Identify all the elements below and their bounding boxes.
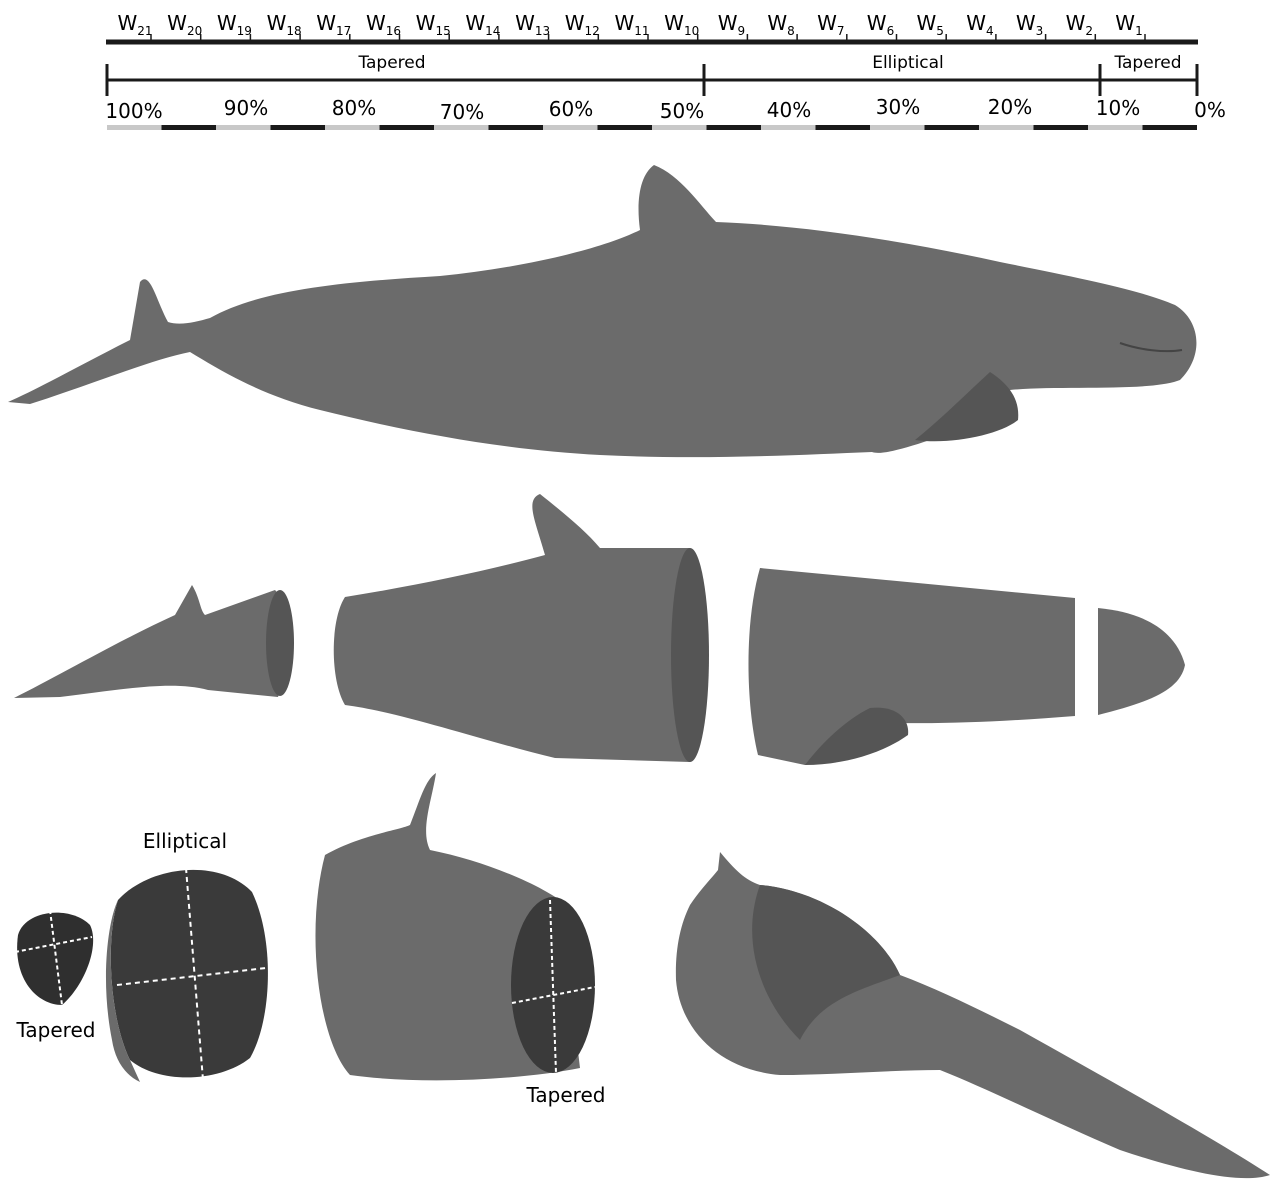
width-label-w13: W13 — [515, 11, 550, 38]
percent-label: 100% — [105, 99, 162, 123]
segment-label-middle: Elliptical — [872, 53, 944, 73]
tapered-cross-section-small — [17, 913, 93, 1005]
forward-segment — [748, 568, 1075, 765]
width-label-w16: W16 — [366, 11, 401, 38]
tail-cut-face — [266, 590, 294, 696]
mid-body-cut-face — [671, 548, 709, 762]
width-label-w9: W9 — [718, 11, 745, 38]
scale-segment — [1088, 125, 1143, 130]
width-label-w4: W4 — [966, 11, 993, 38]
width-label-w21: W21 — [117, 11, 152, 38]
scale-segment — [380, 125, 435, 130]
elliptical-cross-section — [111, 870, 268, 1078]
scale-segment — [652, 125, 707, 130]
percent-label: 60% — [549, 97, 593, 121]
width-label-w18: W18 — [267, 11, 302, 38]
scale-segment — [543, 125, 598, 130]
scale-segment — [107, 125, 162, 130]
percent-scale: 100% 90% 80% 70% 60% 50% 40% 30% 20% 10% 0% — [105, 95, 1225, 130]
width-label-w5: W5 — [916, 11, 943, 38]
scale-segment — [816, 125, 871, 130]
width-label-w1: W1 — [1115, 11, 1142, 38]
width-label-w14: W14 — [465, 11, 500, 38]
mid-body-segment — [334, 494, 690, 762]
whale-segmented-body — [14, 494, 1185, 765]
width-label-w15: W15 — [416, 11, 451, 38]
caption-tapered-small: Tapered — [16, 1018, 96, 1042]
scale-bar — [107, 125, 1197, 130]
scale-segment — [925, 125, 980, 130]
tail-segment — [14, 585, 289, 698]
percent-label: 0% — [1194, 98, 1226, 122]
percent-label: 30% — [876, 95, 920, 119]
whale-full-body — [8, 165, 1196, 457]
percent-label: 90% — [224, 96, 268, 120]
scale-segment — [870, 125, 925, 130]
scale-segment — [434, 125, 489, 130]
scale-segment — [598, 125, 653, 130]
width-label-w7: W7 — [817, 11, 844, 38]
width-label-w20: W20 — [167, 11, 202, 38]
width-label-w3: W3 — [1016, 11, 1043, 38]
width-label-w12: W12 — [565, 11, 600, 38]
scale-segment — [761, 125, 816, 130]
percent-label: 50% — [660, 99, 704, 123]
scale-segment — [1034, 125, 1089, 130]
width-label-w19: W19 — [217, 11, 252, 38]
scale-segment — [162, 125, 217, 130]
scale-segment — [707, 125, 762, 130]
scale-segment — [325, 125, 380, 130]
scale-segment — [271, 125, 326, 130]
scale-segment — [979, 125, 1034, 130]
percent-label: 40% — [767, 98, 811, 122]
width-label-w8: W8 — [767, 11, 794, 38]
scale-segment — [216, 125, 271, 130]
segment-label-tail: Tapered — [357, 53, 425, 73]
caption-tapered-mid: Tapered — [526, 1083, 606, 1107]
scale-segment — [1143, 125, 1198, 130]
percent-label: 10% — [1096, 96, 1140, 120]
width-label-w17: W17 — [316, 11, 351, 38]
head-segment — [1098, 608, 1185, 715]
width-label-w11: W11 — [614, 11, 649, 38]
width-label-w10: W10 — [664, 11, 699, 38]
width-labels: W21 W20 W19 W18 W17 W16 W15 W14 W13 W12 W11 W10 W9 W8… — [117, 11, 1145, 42]
caption-elliptical: Elliptical — [143, 829, 227, 853]
width-measurement-axis: W21 W20 W19 W18 W17 W16 W15 W14 W13 W12 W11 W10 W9 W8… — [106, 11, 1198, 42]
scale-segment — [489, 125, 544, 130]
width-label-w2: W2 — [1066, 11, 1093, 38]
cross-sections: Tapered Elliptical Tapered — [15, 773, 1270, 1178]
percent-labels: 100% 90% 80% 70% 60% 50% 40% 30% 20% 10% 0% — [105, 95, 1225, 124]
percent-label: 20% — [988, 95, 1032, 119]
percent-label: 80% — [332, 96, 376, 120]
segment-label-head: Tapered — [1113, 53, 1181, 73]
width-label-w6: W6 — [867, 11, 894, 38]
segment-bracket: Tapered Elliptical Tapered — [106, 53, 1198, 96]
percent-label: 70% — [440, 100, 484, 124]
